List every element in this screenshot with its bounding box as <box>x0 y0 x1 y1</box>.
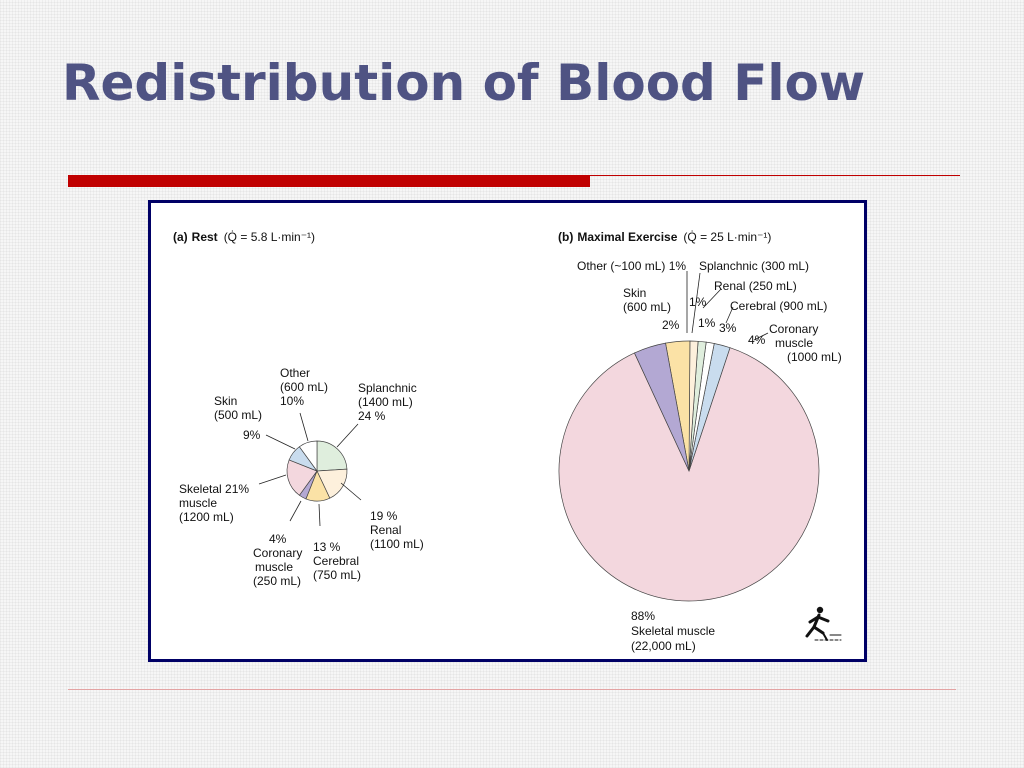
leader-rest-renal <box>340 482 362 501</box>
rest-header: (a) Rest (Q̇ = 5.8 L·min⁻¹) <box>173 230 315 244</box>
exercise-slice-skeletal-muscle <box>558 347 820 602</box>
rest-subtitle: (Q̇ = 5.8 L·min⁻¹) <box>224 230 315 244</box>
bottom-rule <box>68 689 956 690</box>
exercise-slice-coronary-muscle <box>634 342 690 472</box>
leader-ex-splanchnic <box>691 272 701 334</box>
rest-title: Rest <box>192 230 218 244</box>
ex-pct-cerebral: 3% <box>719 321 737 335</box>
ex-pct-splanchnic: 1% <box>689 295 707 309</box>
rest-slice-other <box>298 440 318 473</box>
rest-label-skin: Skin (500 mL) 9% <box>214 394 265 442</box>
rest-label-other: Other (600 mL) 10% <box>280 366 331 408</box>
exercise-title: Maximal Exercise <box>577 230 677 244</box>
leader-rest-cerebral <box>318 503 321 527</box>
exercise-subtitle: (Q̇ = 25 L·min⁻¹) <box>683 230 771 244</box>
blood-flow-figure: (a) Rest (Q̇ = 5.8 L·min⁻¹) (b) Maximal Exe… <box>173 230 842 653</box>
ex-label-renal: Renal (250 mL) <box>714 279 797 293</box>
ex-label-other: Other (~100 mL) 1% <box>577 259 686 273</box>
leader-rest-other <box>299 412 309 442</box>
leader-ex-renal <box>702 288 722 309</box>
rest-slice-skeletal-muscle <box>286 459 318 496</box>
rest-label-cerebral: 13 % Cerebral (750 mL) <box>313 540 362 582</box>
ex-pct-renal: 1% <box>698 316 716 330</box>
leader-lines <box>258 271 769 527</box>
leader-ex-cerebral <box>725 306 734 324</box>
ex-label-skin: Skin (600 mL) <box>623 286 671 314</box>
leader-ex-coronary <box>753 332 769 341</box>
leader-rest-coronary <box>289 500 302 522</box>
ex-label-skeletal: 88% Skeletal muscle (22,000 mL) <box>631 609 718 653</box>
leader-rest-skin <box>265 434 296 450</box>
accent-line <box>590 175 960 176</box>
figure-frame: (a) Rest (Q̇ = 5.8 L·min⁻¹) (b) Maximal Exe… <box>148 200 867 662</box>
rest-label-skeletal: Skeletal 21% muscle (1200 mL) <box>179 482 252 524</box>
leader-rest-skeletal <box>258 474 287 485</box>
ex-pct-coronary: 4% <box>748 333 766 347</box>
rest-slice-splanchnic <box>316 440 348 472</box>
ex-label-coronary: Coronary muscle (1000 mL) <box>769 322 842 364</box>
rest-label-coronary: 4% Coronary muscle (250 mL) <box>253 532 306 588</box>
exercise-header: (b) Maximal Exercise (Q̇ = 25 L·min⁻¹) <box>558 230 771 244</box>
ex-label-cerebral: Cerebral (900 mL) <box>730 299 827 313</box>
rest-label-splanchnic: Splanchnic (1400 mL) 24 % <box>358 381 420 423</box>
slide-title: Redistribution of Blood Flow <box>62 54 866 112</box>
running-person-icon <box>805 606 842 641</box>
ex-label-splanchnic: Splanchnic (300 mL) <box>699 259 809 273</box>
exercise-panel-letter: (b) <box>558 230 573 244</box>
accent-bar <box>68 175 590 187</box>
exercise-pie <box>558 340 820 602</box>
ex-pct-skin: 2% <box>662 318 680 332</box>
rest-label-renal: 19 % Renal (1100 mL) <box>370 509 424 551</box>
rest-panel-letter: (a) <box>173 230 188 244</box>
leader-rest-splanchnic <box>336 423 359 448</box>
rest-pie <box>286 440 348 502</box>
